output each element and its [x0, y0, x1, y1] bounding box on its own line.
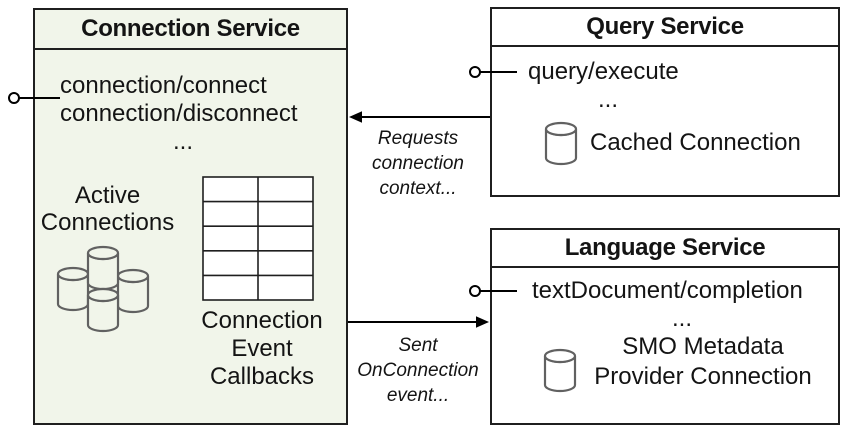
requests-connection-context-label: Requests connection context... — [348, 126, 488, 201]
connection-service-title: Connection Service — [35, 10, 346, 50]
sent-onconnection-event-label: Sent OnConnection event... — [348, 333, 488, 408]
language-service-methods: textDocument/completion ... — [532, 277, 832, 333]
callbacks-line2: Event — [231, 335, 293, 362]
left-arrowhead-icon — [349, 111, 362, 123]
connection-event-callbacks-label: Connection Event Callbacks — [192, 307, 332, 391]
method-connection-connect: connection/connect — [60, 72, 267, 99]
methods-ellipsis: ... — [172, 128, 193, 155]
cached-connection-label: Cached Connection — [590, 129, 801, 156]
smo-metadata-provider-connection-label: SMO Metadata Provider Connection — [578, 332, 828, 392]
active-connections-line1: Active — [74, 182, 141, 209]
sent-label-line3: event... — [386, 385, 450, 406]
query-service-title: Query Service — [492, 9, 838, 47]
interface-circle-icon — [469, 285, 481, 297]
connection-service-methods: connection/connect connection/disconnect… — [60, 72, 306, 156]
requests-label-line2: connection — [372, 153, 464, 174]
method-textdocument-completion: textDocument/completion — [532, 277, 803, 304]
query-service-methods: query/execute ... — [528, 58, 688, 114]
callbacks-line3: Callbacks — [209, 363, 315, 390]
sent-label-line1: Sent — [398, 335, 438, 356]
sent-label-line2: OnConnection — [357, 360, 479, 381]
right-arrowhead-icon — [476, 316, 489, 328]
callbacks-line1: Connection — [201, 307, 323, 334]
method-query-execute: query/execute — [528, 58, 679, 85]
interface-circle-icon — [469, 66, 481, 78]
language-service-box: Language Service textDocument/completion… — [490, 228, 840, 425]
sent-arrow — [348, 316, 489, 328]
requests-label-line1: Requests — [377, 128, 459, 149]
smo-label-line2: Provider Connection — [594, 363, 812, 390]
language-methods-ellipsis: ... — [671, 305, 692, 332]
active-connections-label: Active Connections — [35, 182, 180, 236]
query-service-box: Query Service query/execute ... Cached C… — [490, 7, 840, 197]
smo-label-line1: SMO Metadata — [622, 333, 784, 360]
active-connections-line2: Connections — [40, 209, 175, 236]
language-service-title: Language Service — [492, 230, 838, 268]
interface-circle-icon — [8, 92, 20, 104]
requests-label-line3: context... — [379, 178, 457, 199]
query-methods-ellipsis: ... — [597, 86, 618, 113]
method-connection-disconnect: connection/disconnect — [60, 100, 298, 127]
connection-service-box: Connection Service connection/connect co… — [33, 8, 348, 425]
requests-arrow — [349, 111, 490, 123]
